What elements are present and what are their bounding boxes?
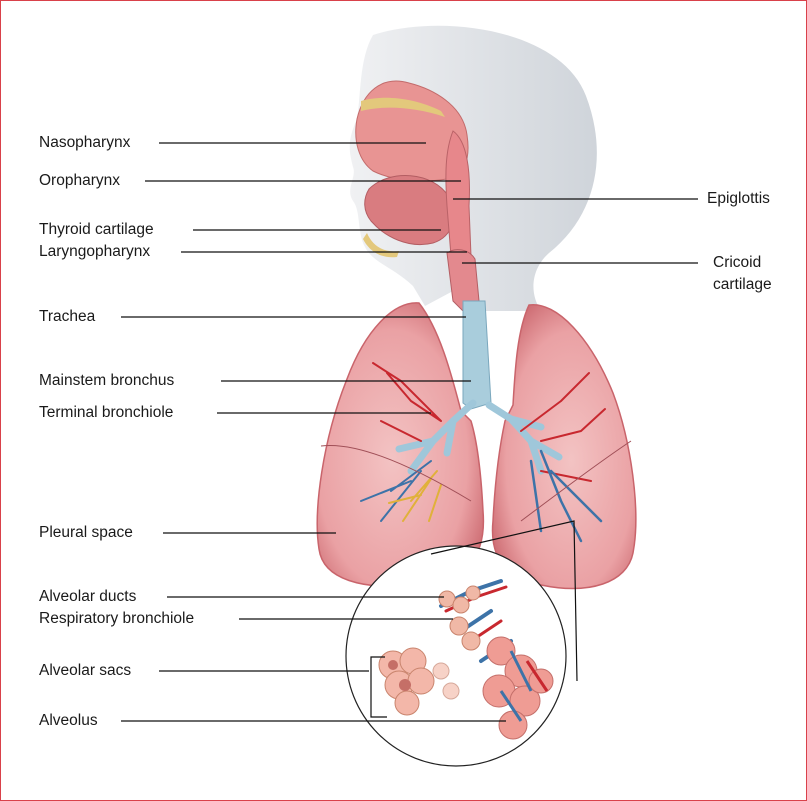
label-alveolus: Alveolus [39, 712, 98, 730]
label-epiglottis: Epiglottis [707, 190, 770, 208]
label-nasopharynx: Nasopharynx [39, 134, 130, 152]
label-laryngopharynx: Laryngopharynx [39, 243, 150, 261]
label-cricoid-line2: cartilage [713, 276, 772, 294]
right-lung-shape [317, 303, 483, 587]
label-alveolar-sacs: Alveolar sacs [39, 662, 131, 680]
label-mainstem-bronchus: Mainstem bronchus [39, 372, 174, 390]
label-respiratory-bronchiole: Respiratory bronchiole [39, 610, 194, 628]
left-lung-shape [492, 305, 635, 589]
label-oropharynx: Oropharynx [39, 172, 120, 190]
label-pleural-space: Pleural space [39, 524, 133, 542]
label-terminal-bronchiole: Terminal bronchiole [39, 404, 173, 422]
label-alveolar-ducts: Alveolar ducts [39, 588, 136, 606]
label-thyroid-cartilage: Thyroid cartilage [39, 221, 154, 239]
trachea-tube [463, 301, 491, 409]
label-trachea: Trachea [39, 308, 95, 326]
magnified-alveoli-circle [346, 546, 566, 766]
label-cricoid-line1: Cricoid [713, 254, 761, 272]
